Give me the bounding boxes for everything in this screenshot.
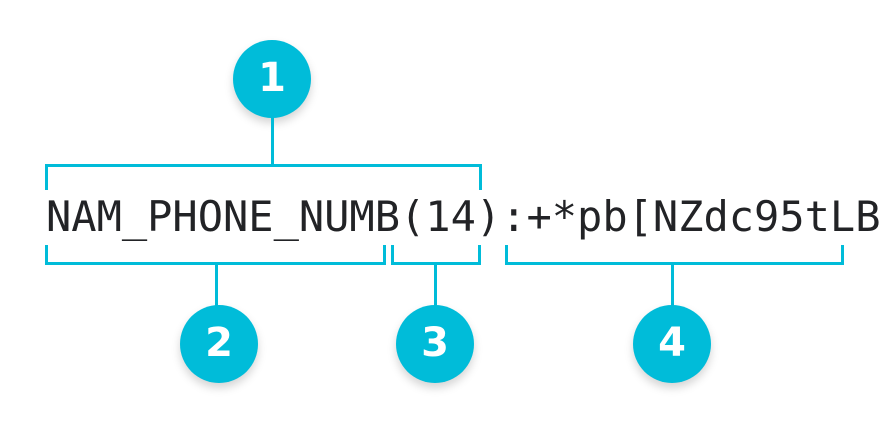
callout-badge-4[interactable]: 4: [633, 305, 711, 383]
callout-stem-1: [271, 116, 274, 166]
segment-value: +*pb[NZdc95tLB: [526, 192, 881, 241]
callout-bracket-4: [505, 245, 844, 265]
segment-separator: :: [501, 192, 527, 241]
segment-field-name: NAM_PHONE_NUMB: [46, 192, 401, 241]
callout-stem-3: [434, 263, 437, 307]
callout-stem-4: [671, 263, 674, 307]
callout-stem-2: [215, 263, 218, 307]
callout-badge-4-label: 4: [658, 320, 686, 366]
callout-bracket-1: [45, 164, 482, 190]
callout-bracket-3: [391, 245, 481, 265]
callout-badge-2-label: 2: [205, 320, 233, 366]
callout-badge-2[interactable]: 2: [180, 305, 258, 383]
callout-badge-1-label: 1: [258, 55, 286, 101]
callout-badge-3-label: 3: [421, 320, 449, 366]
callout-badge-3[interactable]: 3: [396, 305, 474, 383]
callout-bracket-2: [45, 245, 386, 265]
callout-badge-1[interactable]: 1: [233, 40, 311, 118]
segment-length: (14): [400, 192, 502, 241]
annotated-string: NAM_PHONE_NUMB(14):+*pb[NZdc95tLB: [46, 188, 880, 246]
